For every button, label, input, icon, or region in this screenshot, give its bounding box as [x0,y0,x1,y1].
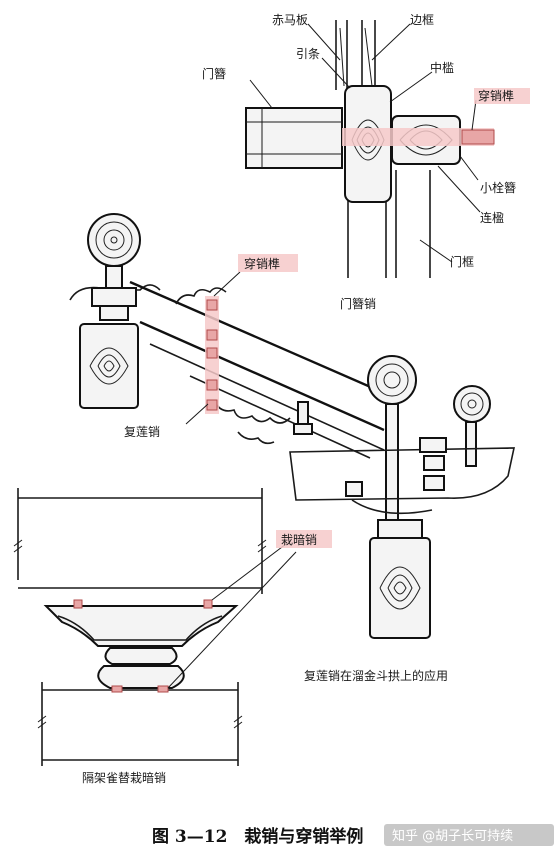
caption-fulian: 复莲销在溜金斗拱上的应用 [304,668,448,683]
bracket-brace-drawing [13,488,297,766]
label-chuanxiao-mid: 穿销榫 [244,256,280,271]
label-menzan: 门簪 [202,66,226,81]
label-xiaojiujie: 小栓簪 [480,180,516,195]
highlight-zaianxiao [276,530,332,548]
figure-caption: 图 3—12 栽销与穿销举例 [152,826,363,847]
caption-geque: 隔架雀替栽暗销 [82,770,166,785]
highlight-chuanxiao-top [474,88,530,104]
watermark-text: 知乎 @胡子长可持续 [392,828,513,844]
label-chuanxiao-top: 穿销榫 [478,88,514,103]
label-zhongjian: 中槛 [430,60,454,75]
label-zaianxiao: 栽暗销 [281,532,317,547]
bracket-set-drawing [69,213,515,639]
label-fulianxiao: 复莲销 [124,425,160,439]
watermark-bg [384,824,554,846]
label-xuanjian: 连楹 [480,210,504,225]
label-menkuang: 门框 [450,254,474,269]
label-mensuanxiao: 门簪销 [340,296,376,311]
label-yintiao: 引条 [296,47,320,61]
label-chimaban: 赤马板 [272,13,308,27]
highlight-chuanxiao-mid [238,254,298,272]
label-bianting: 边框 [410,13,434,27]
door-pin-detail [245,20,495,278]
